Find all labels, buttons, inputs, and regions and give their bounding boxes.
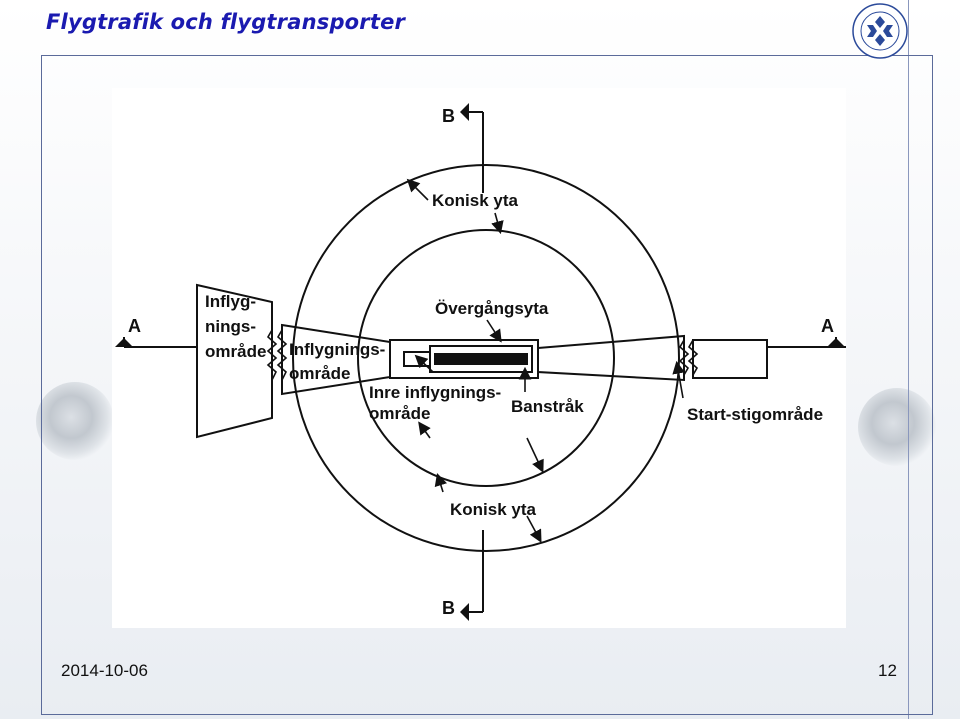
label-inflyg-outer-3: område	[205, 342, 266, 361]
slide-date: 2014-10-06	[61, 661, 148, 680]
university-seal-icon	[852, 3, 908, 59]
slide-title: Flygtrafik och flygtransporter	[46, 10, 406, 34]
label-inflyg-inner-2: område	[289, 364, 350, 383]
outer-approach-area	[196, 283, 273, 439]
label-inflyg-outer-1: Inflyg-	[205, 292, 256, 311]
runway	[434, 353, 528, 365]
label-b-bottom: B	[442, 598, 455, 618]
label-inflyg-inner-1: Inflygnings-	[289, 340, 385, 359]
runway-strip	[429, 345, 533, 373]
label-overgangsyta: Övergångsyta	[435, 299, 549, 318]
background-engine-right	[858, 388, 936, 466]
label-b-top: B	[442, 106, 455, 126]
obstacle-surfaces-diagram: B B A A Konisk yta Konisk yta Övergångsy…	[112, 88, 846, 628]
background-engine-left	[36, 382, 114, 460]
label-start: Start-stigområde	[687, 405, 823, 424]
label-konisk-bottom: Konisk yta	[450, 500, 537, 519]
inner-horizontal-circle	[357, 229, 615, 487]
page-number: 12	[878, 661, 897, 680]
outer-conical-circle	[292, 164, 680, 552]
label-inflyg-outer-2: nings-	[205, 317, 256, 336]
label-a-left: A	[128, 316, 141, 336]
label-konisk-top: Konisk yta	[432, 191, 519, 210]
takeoff-climb-wedge	[537, 334, 685, 382]
label-banstrak: Banstråk	[511, 397, 584, 416]
right-guide-line	[908, 0, 909, 719]
label-inre-1: Inre inflygnings-	[369, 383, 501, 402]
content-frame	[41, 55, 933, 715]
takeoff-climb-rect	[692, 339, 768, 379]
label-inre-2: område	[369, 404, 430, 423]
label-a-right: A	[821, 316, 834, 336]
